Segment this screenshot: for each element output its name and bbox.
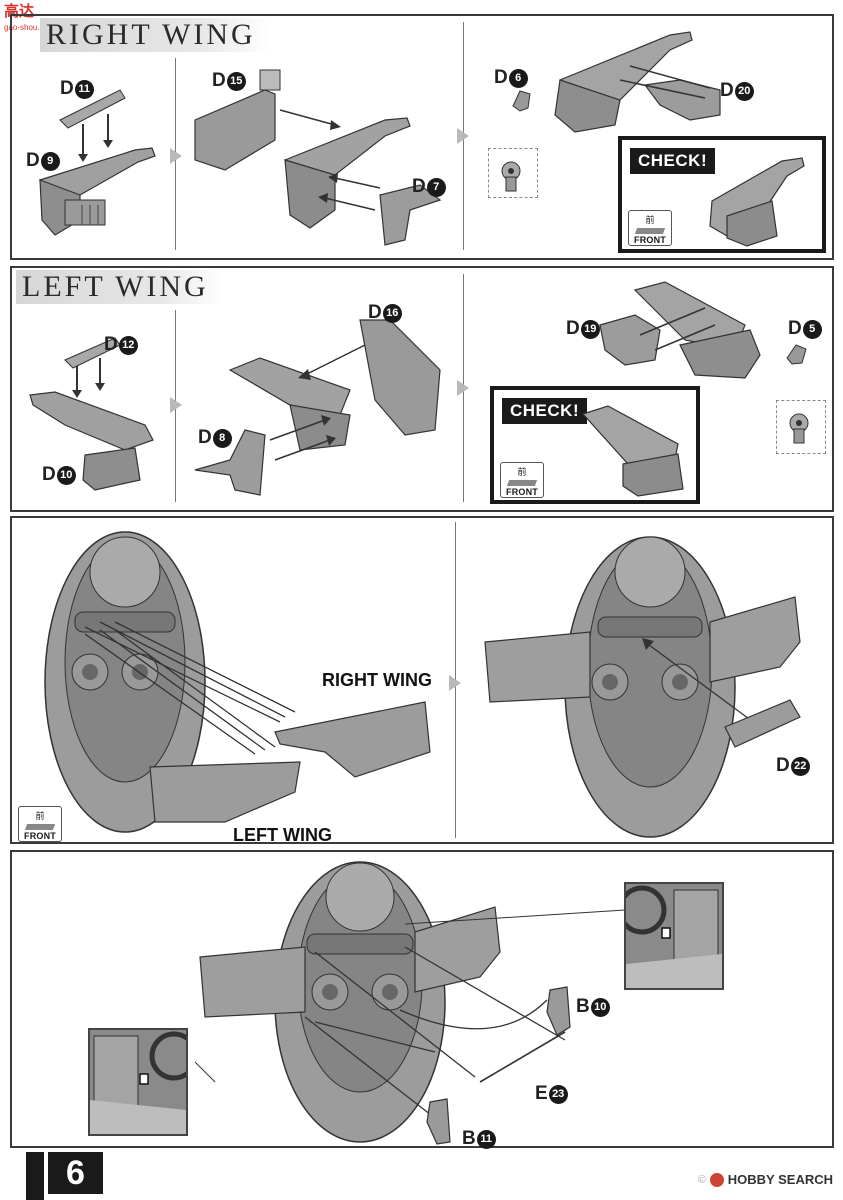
hobby-search-watermark: © HOBBY SEARCH [697, 1172, 833, 1187]
attach-wings-panel [10, 516, 834, 844]
right-wing-title: RIGHT WING [40, 18, 270, 52]
detail-inset-d6 [488, 148, 538, 198]
right-wing-step3-illustration [554, 31, 721, 133]
left-wing-title: LEFT WING [16, 270, 223, 304]
final-assembly-illustration [194, 861, 626, 1145]
right-wing-panel [10, 14, 834, 260]
left-wing-step2-illustration [194, 319, 441, 496]
detail-inset-d5 [776, 400, 826, 454]
hull-wings-attached-illustration [484, 536, 801, 838]
detail-zoom-left [88, 1028, 188, 1136]
step-arrow [449, 675, 461, 691]
right-wing-label: RIGHT WING [322, 670, 432, 690]
hobby-search-logo-icon [709, 1172, 724, 1187]
check-label: CHECK! [630, 148, 716, 174]
watermark-site: gao-shou.com [4, 23, 55, 32]
left-wing-step3-illustration [599, 281, 761, 379]
step-arrow [457, 380, 469, 396]
page-number-tab [26, 1152, 44, 1200]
detail-zoom-right [624, 882, 724, 990]
d5-part-illustration [786, 344, 807, 365]
check-label: CHECK! [502, 398, 588, 424]
right-wing-step2-illustration [194, 69, 442, 246]
hull-attach-illustration [44, 531, 431, 833]
right-wing-step1-illustration [38, 89, 156, 236]
d6-part-illustration [512, 90, 531, 112]
step-arrow [170, 397, 182, 413]
hobby-search-text: HOBBY SEARCH [727, 1172, 833, 1187]
final-step-panel [10, 850, 834, 1148]
left-wing-step1-illustration [29, 337, 154, 491]
check-illustration-left [581, 405, 684, 497]
zoom-detail-illustration [626, 884, 722, 988]
zoom-detail-illustration [90, 1030, 186, 1134]
gear-detail-icon [501, 161, 521, 192]
left-wing-panel [10, 266, 834, 512]
check-illustration-right [709, 157, 805, 247]
step-arrow [457, 128, 469, 144]
page-number: 6 [48, 1152, 103, 1194]
gear-detail-icon [789, 413, 809, 444]
step-arrow [170, 148, 182, 164]
left-wing-label: LEFT WING [233, 825, 332, 845]
